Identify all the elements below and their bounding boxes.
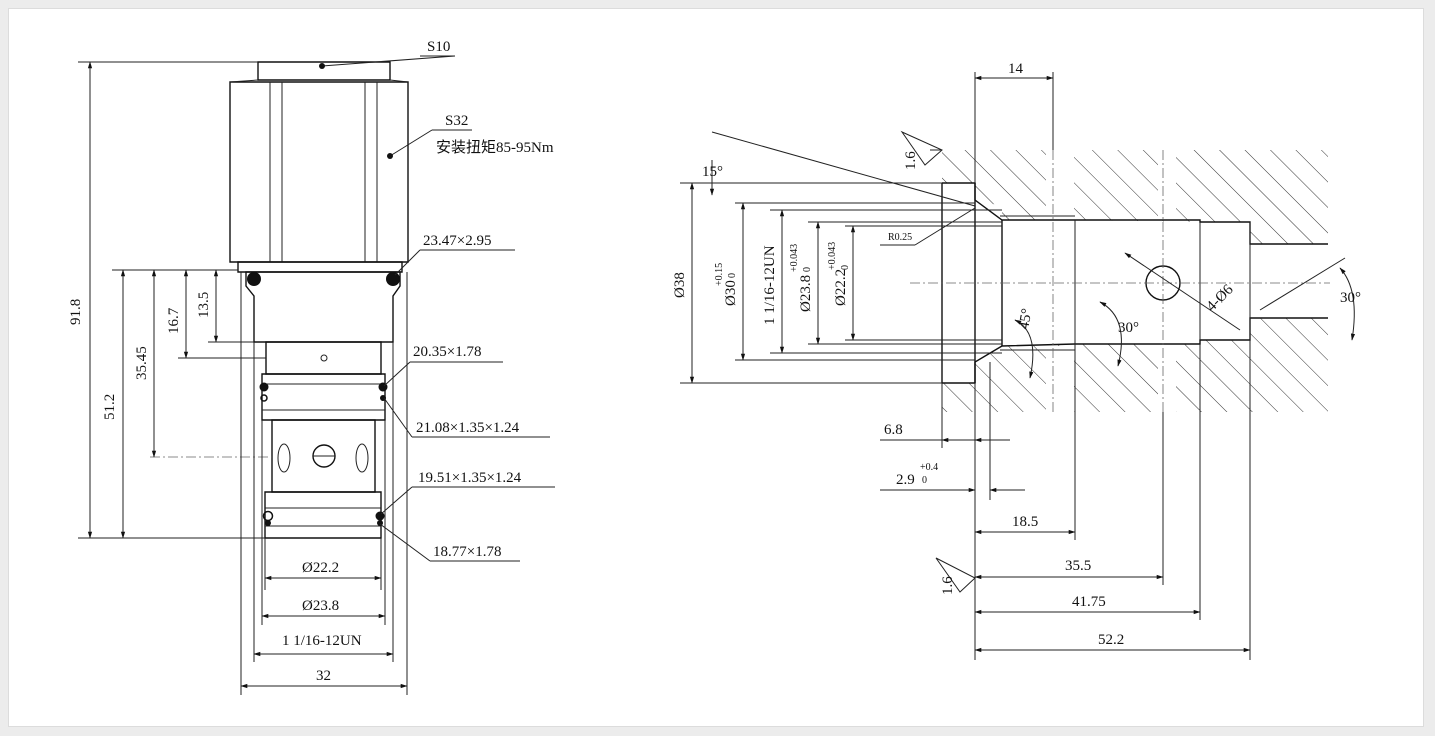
tol-29-lower: 0 (922, 475, 927, 486)
cavity-view (910, 150, 1346, 412)
dim-2-9: 2.9 (896, 472, 915, 488)
dia-238: Ø23.8 (798, 275, 814, 312)
tol-238-lower: 0 (802, 267, 813, 272)
roughness-symbol-1 (900, 130, 943, 166)
roughness-1: 1.6 (903, 151, 919, 170)
angle-15-construction (700, 131, 976, 207)
label-oring-2: 20.35×1.78 (413, 344, 481, 360)
dim-35-5: 35.5 (1065, 558, 1091, 574)
dim-length-5: 13.5 (196, 292, 212, 318)
tol-222-lower: 0 (840, 265, 851, 270)
cartridge-horizontal-dims (240, 272, 408, 695)
angle-30-inner: 30° (1118, 320, 1139, 336)
tol-30-lower: 0 (727, 273, 738, 278)
dia-30: Ø30 (723, 280, 739, 306)
label-hex-large: S32 (445, 113, 468, 129)
dim-thread: 1 1/16-12UN (282, 633, 362, 649)
roughness-symbol-2 (935, 557, 976, 593)
thread-section (245, 271, 401, 343)
dim-14: 14 (1008, 61, 1024, 77)
cartridge-view (150, 61, 409, 539)
dia-38: Ø38 (672, 272, 688, 298)
oring-1-right (386, 272, 400, 286)
dim-41-75: 41.75 (1072, 594, 1106, 610)
angle-arcs (1014, 267, 1356, 379)
tol-238-upper: +0.043 (789, 244, 800, 272)
large-hex-body (229, 81, 409, 263)
cavity-top-dim (974, 72, 1054, 183)
tol-29-upper: +0.4 (920, 462, 938, 473)
dim-18-5: 18.5 (1012, 514, 1038, 530)
label-oring-5: 18.77×1.78 (433, 544, 501, 560)
label-hex-small: S10 (427, 39, 450, 55)
oring-1-left (247, 272, 261, 286)
dim-length-4: 16.7 (166, 307, 182, 334)
dim-total-length: 91.8 (68, 299, 84, 325)
label-oring-3: 21.08×1.35×1.24 (416, 420, 520, 436)
dim-width: 32 (316, 668, 331, 684)
dim-dia-1: Ø22.2 (302, 560, 339, 576)
dim-6-8: 6.8 (884, 422, 903, 438)
radius-label: R0.25 (888, 232, 912, 243)
dim-dia-2: Ø23.8 (302, 598, 339, 614)
label-oring-1: 23.47×2.95 (423, 233, 491, 249)
dia-222: Ø22.2 (833, 269, 849, 306)
cartridge-leaders (319, 55, 555, 562)
label-oring-4: 19.51×1.35×1.24 (418, 470, 522, 486)
dim-52-2: 52.2 (1098, 632, 1124, 648)
cartridge-vertical-dims (78, 61, 266, 539)
dim-length-3: 35.45 (134, 346, 150, 380)
cavity-diameter-dims (680, 182, 1002, 384)
roughness-2: 1.6 (940, 576, 956, 595)
cavity-horizontal-dims (880, 340, 1251, 660)
angle-45: 45° (1016, 307, 1035, 330)
angle-15: 15° (702, 164, 723, 180)
dim-length-2: 51.2 (102, 394, 118, 420)
holes-label: 4-Ø6 (1204, 281, 1237, 314)
tol-222-upper: +0.043 (827, 242, 838, 270)
label-torque: 安装扭矩85-95Nm (436, 139, 554, 156)
tol-30-upper: +0.15 (714, 263, 725, 286)
angle-30-outer: 30° (1340, 290, 1361, 306)
thread-label: 1 1/16-12UN (762, 245, 778, 325)
